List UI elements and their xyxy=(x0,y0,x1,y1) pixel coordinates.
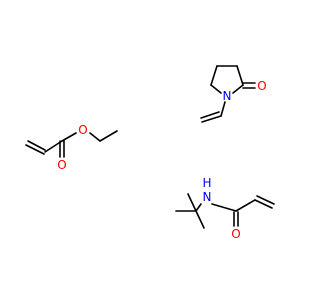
molecule-vinylpyrrolidone: N O xyxy=(200,65,267,123)
atom-label-o2: O xyxy=(78,123,87,137)
atom-n2: N xyxy=(203,190,212,204)
bond-vinyl-carbonyl xyxy=(44,140,63,153)
molecule-ethyl-acrylate: O O xyxy=(25,123,118,172)
bond-tbu-n xyxy=(195,203,202,212)
bond-ester-o-ethyl xyxy=(89,132,101,142)
bond-n-carbonyl xyxy=(211,203,237,212)
bond-tbu-methyl-top xyxy=(187,193,197,212)
atom-label-o3: O xyxy=(57,158,66,172)
bond-vinyl-double-a xyxy=(201,115,222,123)
bond-vinyl-double-b xyxy=(200,111,220,119)
bond-vinyl-double-a xyxy=(254,199,273,209)
atom-label-h1: H xyxy=(202,176,211,190)
atom-o4: O xyxy=(231,227,240,241)
bond-carbonyl-vinyl xyxy=(235,199,256,212)
bond-vinyl-double-a xyxy=(27,140,46,151)
atom-label-o4: O xyxy=(231,227,240,241)
bond-ring-right xyxy=(236,65,244,86)
bond-vinyl-double-b xyxy=(25,144,45,155)
bond-ring-left xyxy=(210,65,218,86)
bond-carbonyl-ester-o xyxy=(61,132,77,142)
molecule-tert-butylacrylamide: N H O xyxy=(175,176,275,241)
bond-ethyl xyxy=(99,130,118,142)
bond-n-ring-left xyxy=(210,84,222,94)
bond-carbonyl-n xyxy=(232,84,244,94)
bond-vinyl-double-b xyxy=(256,195,275,205)
atom-label-n2: N xyxy=(203,190,212,204)
atom-o1: O xyxy=(257,79,266,93)
atom-o2: O xyxy=(78,123,87,137)
atom-label-o1: O xyxy=(257,79,266,93)
bond-tbu-methyl-bottom xyxy=(195,210,205,229)
atom-h1: H xyxy=(202,176,211,190)
atom-label-n1: N xyxy=(223,89,232,103)
atom-o3: O xyxy=(57,158,66,172)
atom-n1: N xyxy=(223,89,232,103)
structure-canvas: N O O O N xyxy=(25,65,275,241)
bond-n-vinyl xyxy=(220,101,226,117)
